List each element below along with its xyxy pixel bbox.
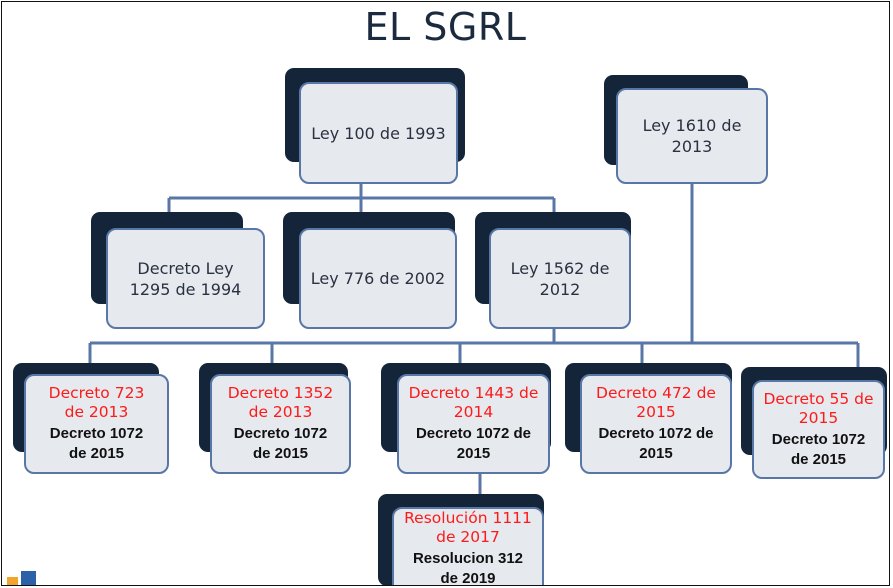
diagram-title: EL SGRL bbox=[364, 5, 527, 49]
logo-blue-block bbox=[21, 571, 36, 585]
node-label: Ley 100 de 1993 bbox=[311, 123, 446, 143]
logo-orange-block bbox=[7, 577, 18, 585]
node-label: Ley 776 de 2002 bbox=[310, 269, 446, 288]
